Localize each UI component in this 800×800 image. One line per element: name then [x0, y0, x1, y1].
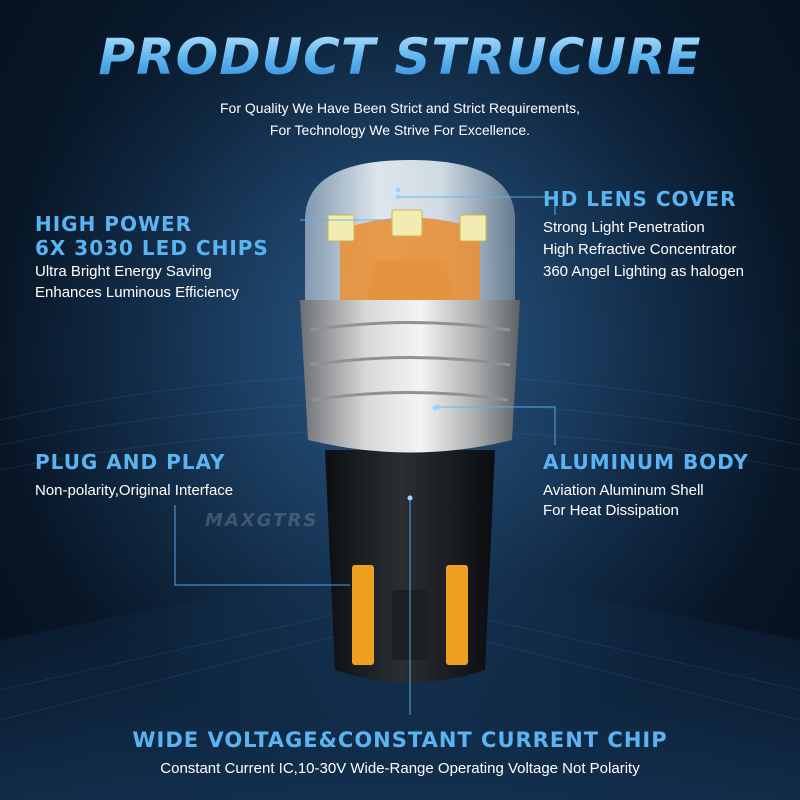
subtitle-line-1: For Quality We Have Been Strict and Stri… — [220, 100, 580, 116]
aluminum-body-desc-2: For Heat Dissipation — [543, 502, 679, 519]
subtitle-line-2: For Technology We Strive For Excellence. — [269, 122, 531, 138]
high-power-desc-2: Enhances Luminous Efficiency — [35, 284, 240, 301]
page-title: PRODUCT STRUCURE — [0, 28, 800, 86]
hd-lens-desc-3: 360 Angel Lighting as halogen — [543, 263, 745, 280]
aluminum-body-heading: ALUMINUM BODY — [543, 450, 749, 474]
brand-watermark: MAXGTRS — [205, 510, 319, 531]
hd-lens-heading: HD LENS COVER — [543, 187, 737, 211]
contact-pin-right — [446, 565, 468, 665]
hd-lens-desc-2: High Refractive Concentrator — [543, 241, 737, 258]
wide-voltage-heading: WIDE VOLTAGE&CONSTANT CURRENT CHIP — [132, 728, 668, 752]
high-power-desc-1: Ultra Bright Energy Saving — [35, 263, 212, 280]
hd-lens-desc-1: Strong Light Penetration — [543, 219, 705, 236]
high-power-heading-2: 6X 3030 LED CHIPS — [35, 236, 269, 260]
contact-pin-left — [352, 565, 374, 665]
wide-voltage-desc: Constant Current IC,10-30V Wide-Range Op… — [160, 760, 640, 777]
high-power-heading-1: HIGH POWER — [35, 212, 193, 236]
plug-play-desc: Non-polarity,Original Interface — [35, 482, 234, 499]
plug-play-heading: PLUG AND PLAY — [35, 450, 226, 474]
aluminum-body-desc-1: Aviation Aluminum Shell — [543, 482, 704, 499]
